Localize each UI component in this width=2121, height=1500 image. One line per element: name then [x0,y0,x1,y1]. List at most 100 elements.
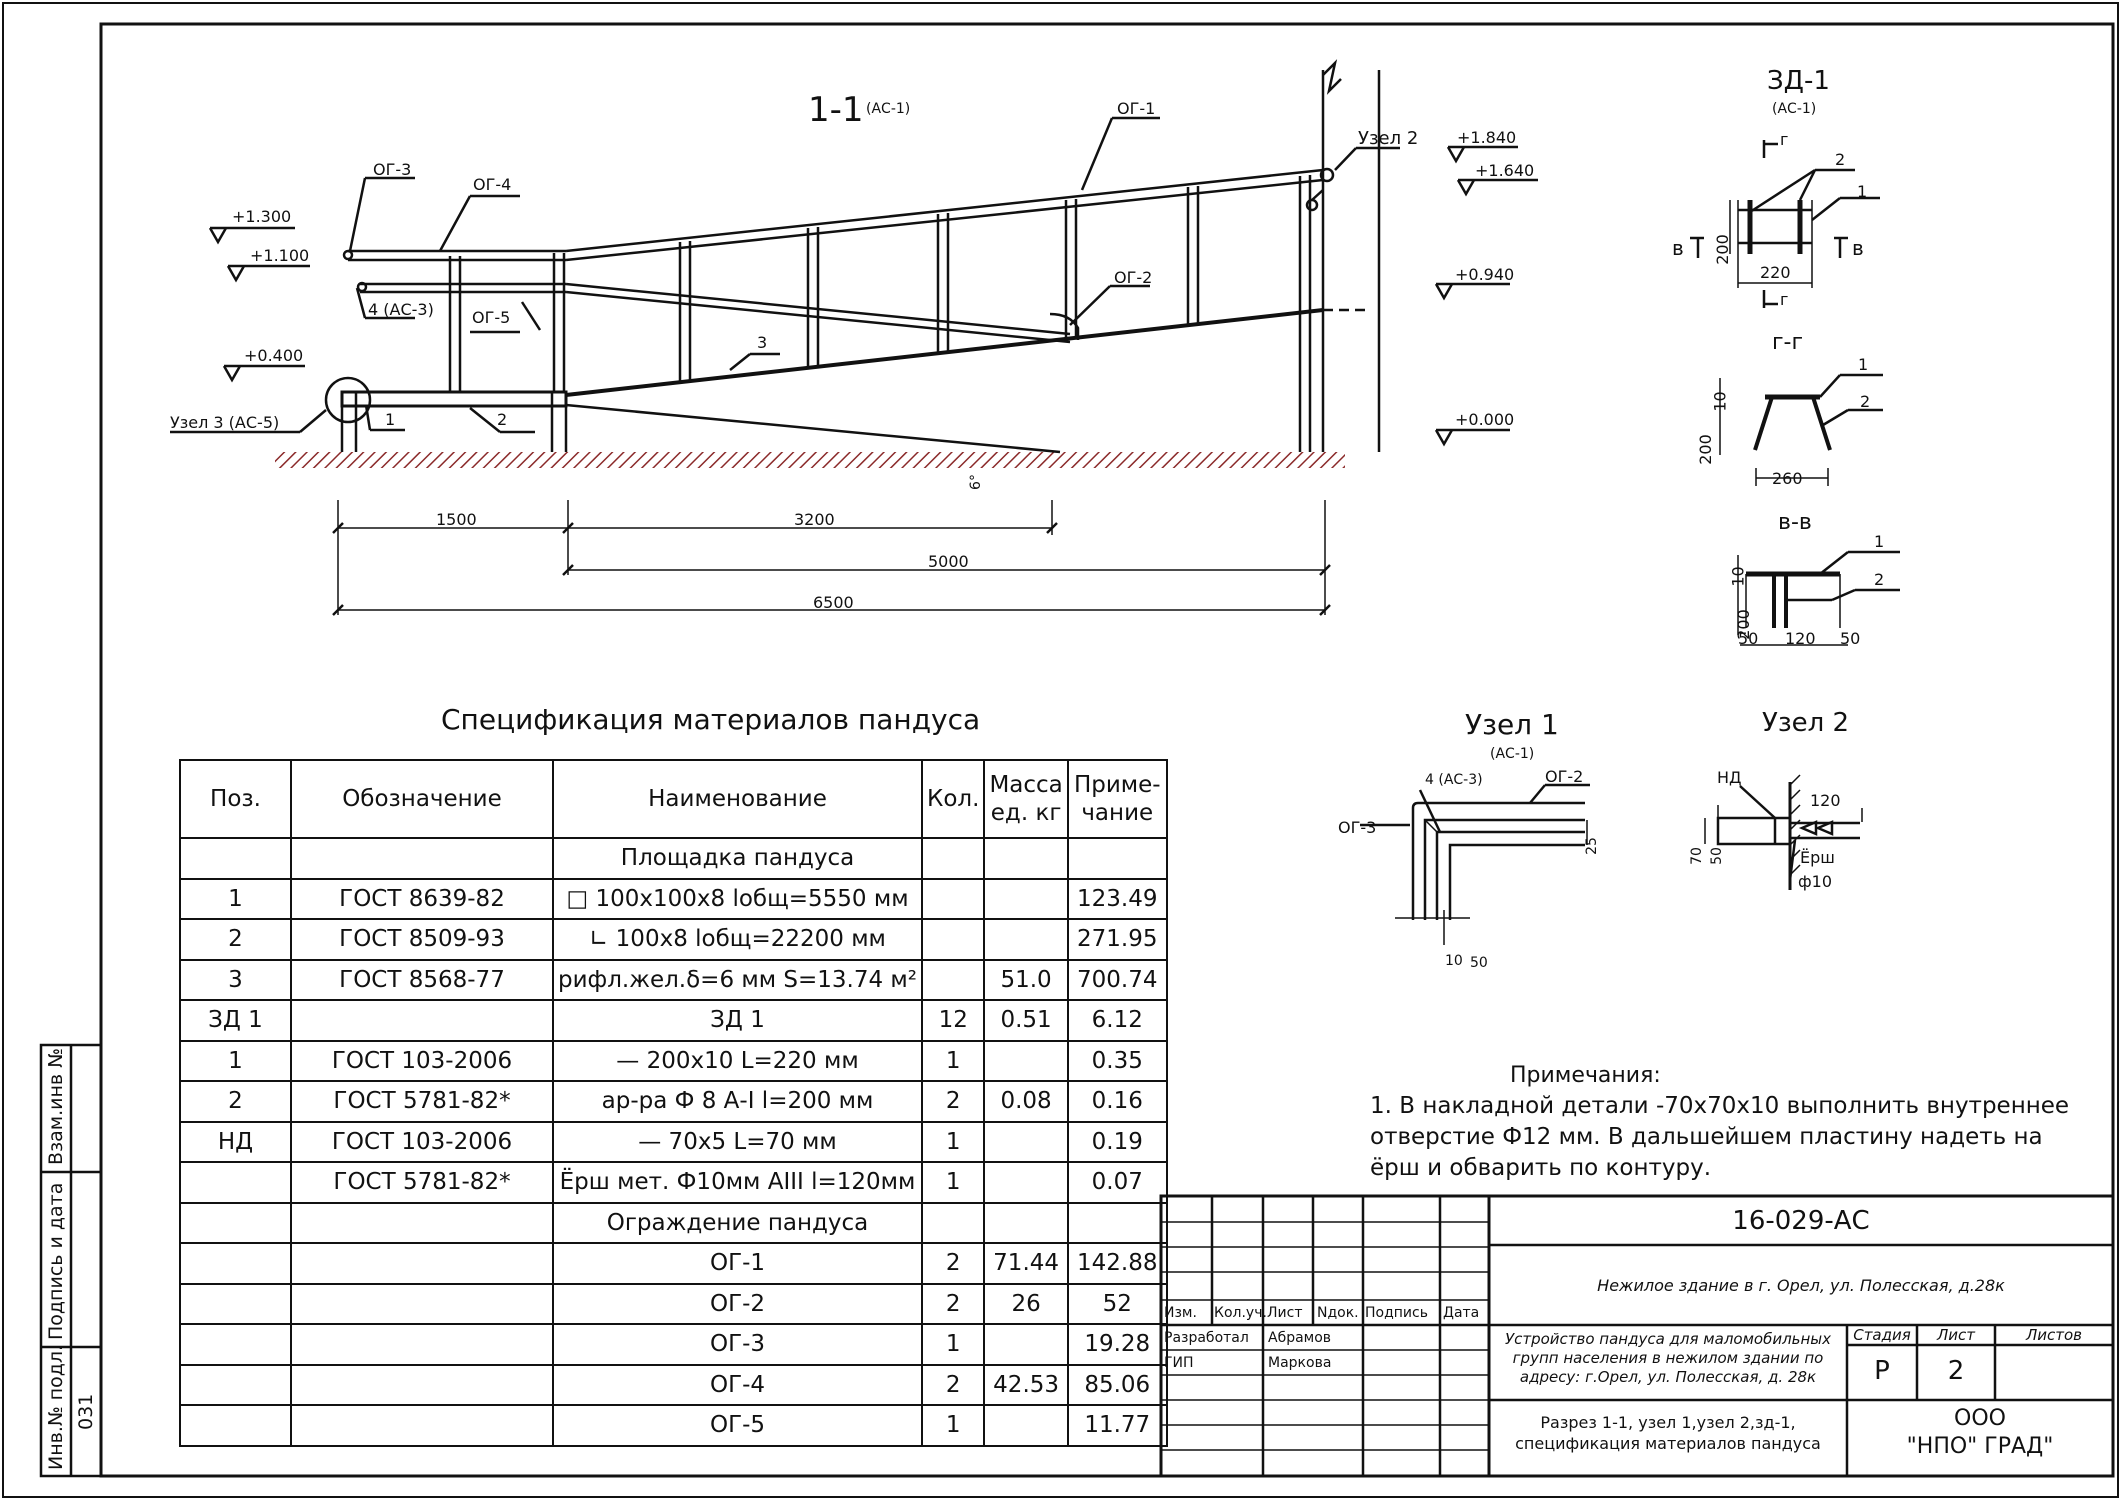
spec-cell-pos: 2 [179,1080,292,1123]
spec-cell-pos [179,1404,292,1447]
stamp-h-podpis: Подпись [1365,1305,1428,1321]
spec-cell-qty: 1 [921,1039,986,1082]
label-node3: Узел 3 (АС-5) [170,413,280,432]
node2-nd: НД [1717,768,1742,787]
gg-p1: 1 [1858,355,1869,374]
spec-cell-pos: ЗД 1 [179,999,292,1042]
dim-5000: 5000 [928,552,969,571]
spec-cell-des: ГОСТ 8639-82 [290,877,554,920]
spec-cell-note [1066,837,1168,880]
spec-title: Спецификация материалов пандуса [441,703,981,736]
label-og5: ОГ-5 [472,308,511,327]
label-p2: 2 [497,410,508,429]
stamp-sheets-label: Листов [2025,1326,2083,1344]
spec-cell-qty [921,918,986,961]
spec-cell-qty [921,877,986,920]
spec-cell-note [1066,1201,1168,1244]
side-podpis: Подпись и дата [45,1182,67,1340]
level-0000: +0.000 [1455,410,1515,429]
stamp-stage-label: Стадия [1853,1326,1911,1344]
stamp-sheet: 2 [1947,1356,1965,1386]
node1-ref: (АС-1) [1490,746,1535,762]
spec-cell-qty: 2 [921,1282,986,1325]
spec-cell-qty: 2 [921,1242,986,1285]
node1-og2: ОГ-2 [1545,767,1584,786]
level-0940: +0.940 [1455,265,1515,284]
spec-cell-pos [179,837,292,880]
spec-cell-pos: 1 [179,1039,292,1082]
label-p3: 3 [757,333,768,352]
spec-cell-mass [983,1161,1069,1204]
spec-cell-qty: 2 [921,1080,986,1123]
spec-cell-qty [921,958,986,1001]
spec-cell-name: ОГ-1 [551,1242,924,1285]
spec-cell-des: ГОСТ 8509-93 [290,918,554,961]
label-part4: 4 (АС-3) [368,300,434,319]
inner-frame [99,22,2115,1478]
spec-cell-des [290,999,554,1042]
vv-thickness: 10 [1728,566,1748,587]
handrail-og1-a [565,168,1324,253]
spec-cell-mass [983,1201,1069,1244]
gg-width: 260 [1772,469,1803,488]
spec-header-pos: Поз. [179,759,292,839]
spec-cell-des: ГОСТ 103-2006 [290,1039,554,1082]
spec-header-des: Обозначение [290,759,554,839]
spec-cell-note: 700.74 [1066,958,1168,1001]
spec-cell-des [290,1242,554,1285]
spec-cell-name: Ограждение пандуса [551,1201,924,1244]
zd1-width: 220 [1760,263,1791,282]
spec-cell-name: ОГ-4 [551,1363,924,1406]
spec-cell-mass: 0.08 [983,1080,1069,1123]
node1-dim25: 25 [1583,837,1600,855]
spec-cell-pos [179,1161,292,1204]
spec-cell-name: — 200х10 L=220 мм [551,1039,924,1082]
spec-cell-qty: 1 [921,1120,986,1163]
node1-dim50: 50 [1470,955,1488,971]
spec-cell-des [290,1323,554,1366]
node2-drawing [1704,774,1863,890]
side-strip [39,1043,103,1478]
spec-header-note: Приме-чание [1066,759,1168,839]
stamp-h-ndok: Nдок. [1317,1305,1359,1321]
spec-cell-name: ОГ-5 [551,1404,924,1447]
dim-6500: 6500 [813,593,854,612]
dim-3200: 3200 [794,510,835,529]
vv-dim-a: 50 [1738,629,1759,648]
level-1100: +1.100 [250,246,310,265]
spec-cell-name: □ 100х100х8 lобщ=5550 мм [551,877,924,920]
level-0400: +0.400 [244,346,304,365]
spec-cell-qty: 1 [921,1404,986,1447]
stamp-sheet-title: Разрез 1-1, узел 1,узел 2,зд-1,специфика… [1515,1413,1821,1453]
spec-cell-note: 11.77 [1066,1404,1168,1447]
spec-cell-qty: 2 [921,1363,986,1406]
spec-cell-pos [179,1242,292,1285]
dim-1500: 1500 [436,510,477,529]
side-vzam: Взам.инв № [45,1048,67,1165]
node2-dia: ф10 [1798,872,1833,891]
node2-title: Узел 2 [1762,708,1850,738]
zd1-p1: 1 [1857,182,1868,201]
vv-dim-b: 120 [1785,629,1816,648]
level-1640: +1.640 [1475,161,1535,180]
spec-cell-note: 19.28 [1066,1323,1168,1366]
spec-cell-note: 6.12 [1066,999,1168,1042]
spec-row: ГОСТ 5781-82*Ёрш мет. Ф10мм АIII l=120мм… [179,1161,1168,1204]
spec-cell-note: 52 [1066,1282,1168,1325]
spec-cell-pos [179,1363,292,1406]
spec-cell-note: 0.35 [1066,1039,1168,1082]
stamp-gip-role: ГИП [1164,1355,1194,1371]
spec-cell-mass: 0.51 [983,999,1069,1042]
label-p1: 1 [385,410,396,429]
zd1-p2: 2 [1835,150,1846,169]
spec-cell-mass [983,877,1069,920]
platform [340,390,568,408]
node1-part4: 4 (АС-3) [1425,772,1483,788]
stamp-razrab-role: Разработал [1164,1330,1249,1346]
spec-cell-mass [983,1039,1069,1082]
